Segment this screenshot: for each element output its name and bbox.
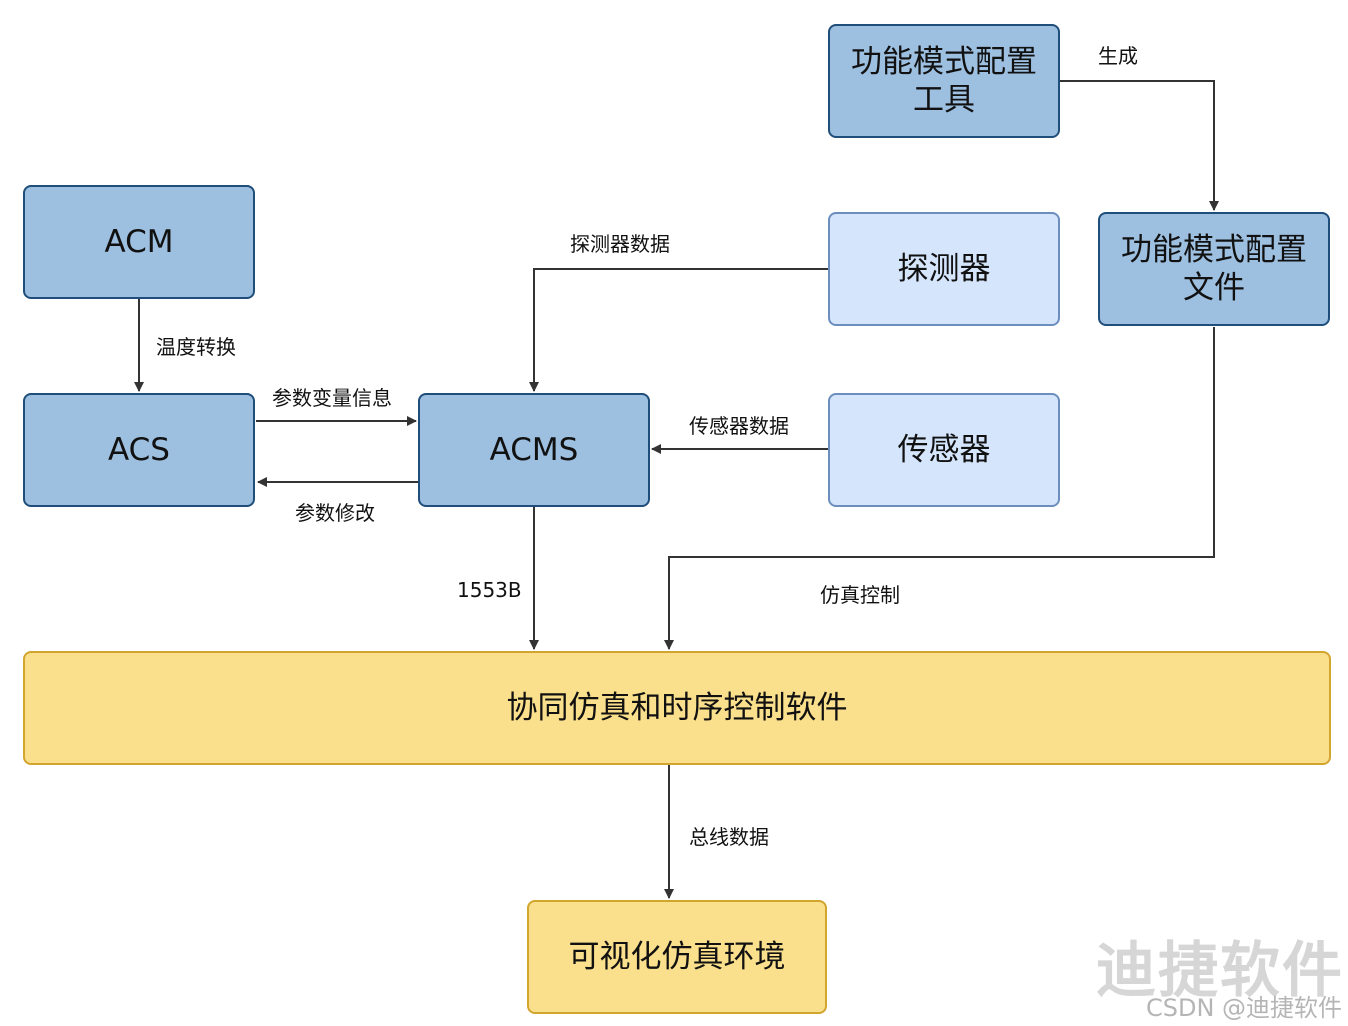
node-label: ACMS — [489, 432, 579, 468]
edge-label-1553b: 1553B — [457, 578, 522, 602]
node-acs: ACS — [23, 393, 255, 507]
node-detector: 探测器 — [828, 212, 1060, 326]
edge-tool-to-config — [1060, 80, 1219, 211]
node-function-mode-config-file: 功能模式配置 文件 — [1098, 212, 1330, 326]
watermark-logo: 迪捷软件 — [1096, 936, 1344, 1006]
edge-label-detector-data: 探测器数据 — [570, 232, 670, 256]
node-label: ACS — [108, 432, 170, 468]
edge-label-sensor-data: 传感器数据 — [689, 414, 789, 438]
node-label: ACM — [104, 224, 174, 260]
node-acms: ACMS — [418, 393, 650, 507]
node-label: 功能模式配置 工具 — [851, 44, 1037, 118]
edge-label-bus-data: 总线数据 — [689, 825, 769, 849]
edge-detector-to-acms — [529, 268, 828, 392]
node-label: 功能模式配置 文件 — [1121, 232, 1307, 306]
node-sensor: 传感器 — [828, 393, 1060, 507]
edge-label-param-var-info: 参数变量信息 — [272, 386, 392, 410]
edge-config-to-cosim — [664, 327, 1215, 650]
edge-label-generate: 生成 — [1098, 44, 1138, 68]
edge-label-param-modify: 参数修改 — [295, 501, 375, 525]
node-label: 协同仿真和时序控制软件 — [506, 690, 848, 726]
node-label: 探测器 — [897, 251, 991, 287]
node-label: 可视化仿真环境 — [568, 939, 786, 975]
edge-label-sim-control: 仿真控制 — [820, 583, 900, 607]
node-acm: ACM — [23, 185, 255, 299]
watermark-credit: CSDN @迪捷软件 — [1146, 994, 1343, 1022]
node-function-mode-config-tool: 功能模式配置 工具 — [828, 24, 1060, 138]
node-label: 传感器 — [897, 432, 991, 468]
edge-label-temp-convert: 温度转换 — [156, 335, 236, 359]
node-cosim-timing-software: 协同仿真和时序控制软件 — [23, 651, 1331, 765]
node-visual-sim-environment: 可视化仿真环境 — [527, 900, 827, 1014]
